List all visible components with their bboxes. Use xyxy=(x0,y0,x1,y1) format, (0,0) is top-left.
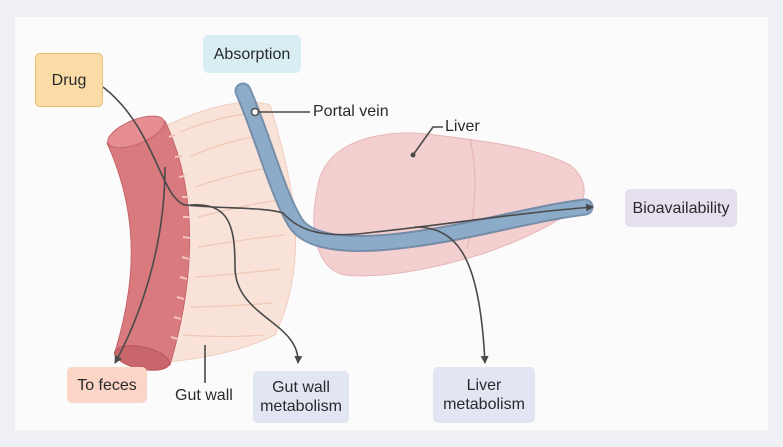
arrow-to-liver-metabolism xyxy=(414,226,489,364)
drug-label: Drug xyxy=(35,53,103,107)
arrow-to-bioavailability xyxy=(102,86,594,236)
absorption-label: Absorption xyxy=(203,35,301,73)
gut-wall-label: Gut wall xyxy=(175,387,233,404)
liver-marker xyxy=(410,152,416,158)
bioavailability-label: Bioavailability xyxy=(625,189,737,227)
gut-wall-metabolism-label: Gut wall metabolism xyxy=(253,371,349,423)
liver-metabolism-label: Liver metabolism xyxy=(433,367,535,423)
liver-shape xyxy=(313,132,585,277)
intestine xyxy=(106,115,191,371)
drug-flow-lines xyxy=(102,86,594,383)
to-feces-label: To feces xyxy=(67,367,147,403)
portal-vein-label: Portal vein xyxy=(313,103,389,120)
liver-label: Liver xyxy=(445,118,480,135)
arrow-to-feces xyxy=(114,166,166,364)
arrow-to-gut-wall-metabolism xyxy=(189,204,303,364)
portal-vein-marker xyxy=(250,107,260,117)
diagram-canvas: Drug Absorption Portal vein Liver Bioava… xyxy=(15,17,768,430)
liver-leader xyxy=(412,126,443,156)
diagram-illustration xyxy=(102,82,594,383)
